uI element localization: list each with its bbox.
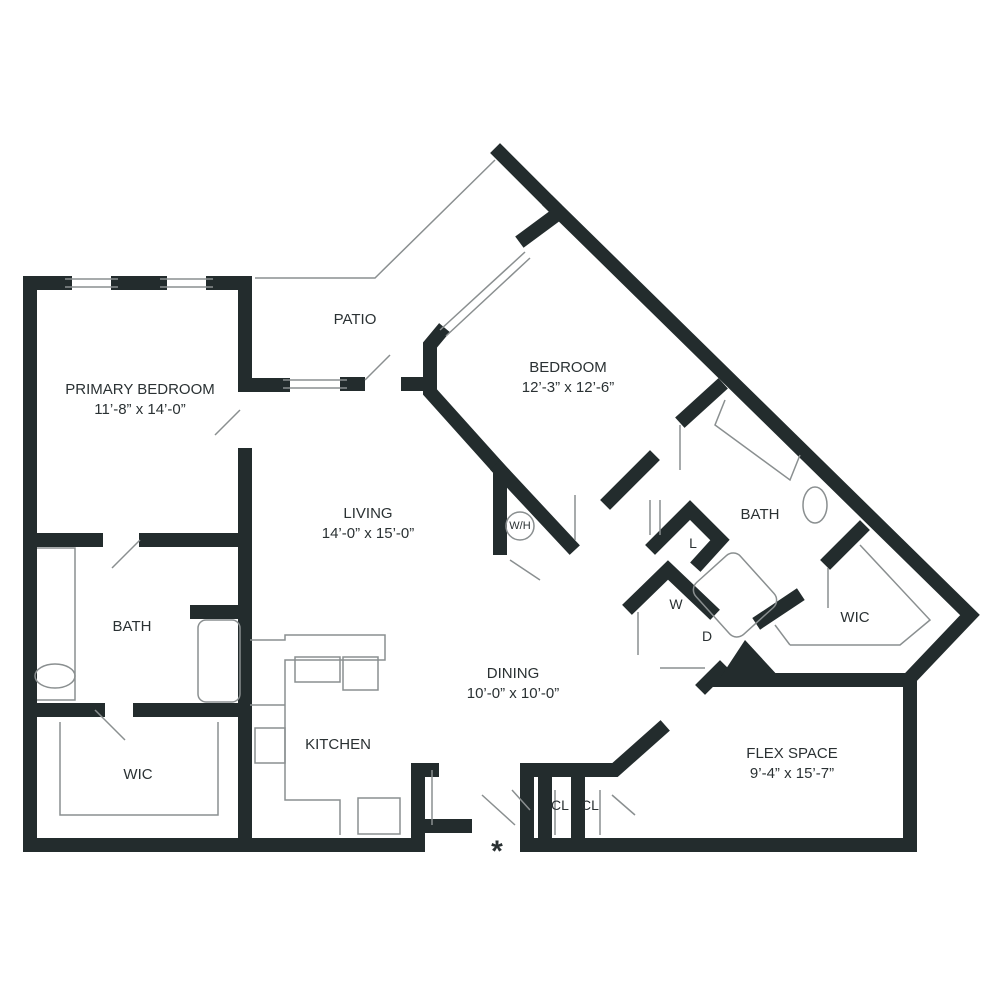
dryer-label: D (701, 628, 713, 644)
wall (752, 588, 805, 630)
toilet (34, 663, 76, 689)
room-name: FLEX SPACE (746, 745, 838, 762)
wall (490, 460, 580, 555)
room-outline (774, 544, 932, 646)
door-swing (509, 425, 681, 581)
water-heater (505, 511, 535, 541)
window (283, 379, 347, 389)
shaft (720, 640, 780, 678)
wall (23, 276, 290, 392)
wall (695, 660, 730, 695)
wall (645, 500, 730, 572)
kitchen-label: KITCHEN (305, 736, 371, 753)
wall (23, 276, 425, 852)
water-heater-label: W/H (509, 520, 531, 532)
tub (692, 552, 778, 638)
wall (515, 208, 562, 248)
door-swing (94, 354, 391, 741)
sink (294, 656, 341, 683)
room-name: LIVING (343, 505, 393, 522)
bedroom-label: BEDROOM 12’-3” x 12’-6” (522, 358, 615, 398)
wall (411, 763, 472, 852)
dishwasher (342, 656, 379, 691)
vanity (37, 547, 76, 701)
room-size: 14’-0” x 15’-0” (321, 525, 415, 542)
closet-line (431, 770, 601, 835)
wall (423, 323, 510, 480)
second-bath-label: BATH (740, 506, 780, 523)
room-size: 10’-0” x 10’-0” (466, 685, 560, 702)
patio-label: PATIO (333, 311, 377, 328)
room-name: BEDROOM (529, 359, 607, 376)
counter (250, 634, 386, 835)
second-wic-label: WIC (840, 609, 870, 626)
tub (197, 619, 241, 703)
vanity (714, 399, 801, 482)
room-size: 12’-3” x 12’-6” (521, 379, 615, 396)
wall (600, 450, 660, 510)
wall (675, 378, 728, 428)
room-size: 11’-8” x 14’-0” (94, 401, 186, 418)
room-name: PRIMARY BEDROOM (65, 381, 215, 398)
toilet (802, 486, 828, 524)
door-swing (637, 568, 829, 669)
wall (490, 143, 562, 215)
living-label: LIVING 14’-0” x 15’-0” (322, 504, 415, 544)
linen-label: L (689, 535, 697, 551)
primary-bath-label: BATH (112, 618, 152, 635)
primary-wic-label: WIC (123, 766, 153, 783)
dining-label: DINING 10’-0” x 10’-0” (467, 664, 560, 704)
door-swing (481, 789, 636, 826)
window (439, 251, 531, 337)
room-outline (59, 722, 219, 816)
closet-label-1: CL (551, 797, 569, 813)
room-name: DINING (486, 665, 540, 682)
primary-bedroom-label: PRIMARY BEDROOM 11’-8” x 14’-0” (65, 380, 214, 420)
entry-marker: * (491, 835, 503, 868)
flex-space-label: FLEX SPACE 9’-4” x 15’-7” (746, 744, 837, 784)
windows-and-doors (34, 159, 932, 835)
window (65, 278, 213, 288)
closet-label-2: CL (581, 797, 599, 813)
stove (254, 727, 286, 764)
fridge (357, 797, 401, 835)
walls (23, 143, 980, 852)
wall (538, 773, 585, 847)
room-size: 9’-4” x 15’-7” (749, 765, 835, 782)
washer-label: W (669, 596, 683, 612)
wall (820, 520, 870, 570)
patio-outline (255, 159, 496, 279)
